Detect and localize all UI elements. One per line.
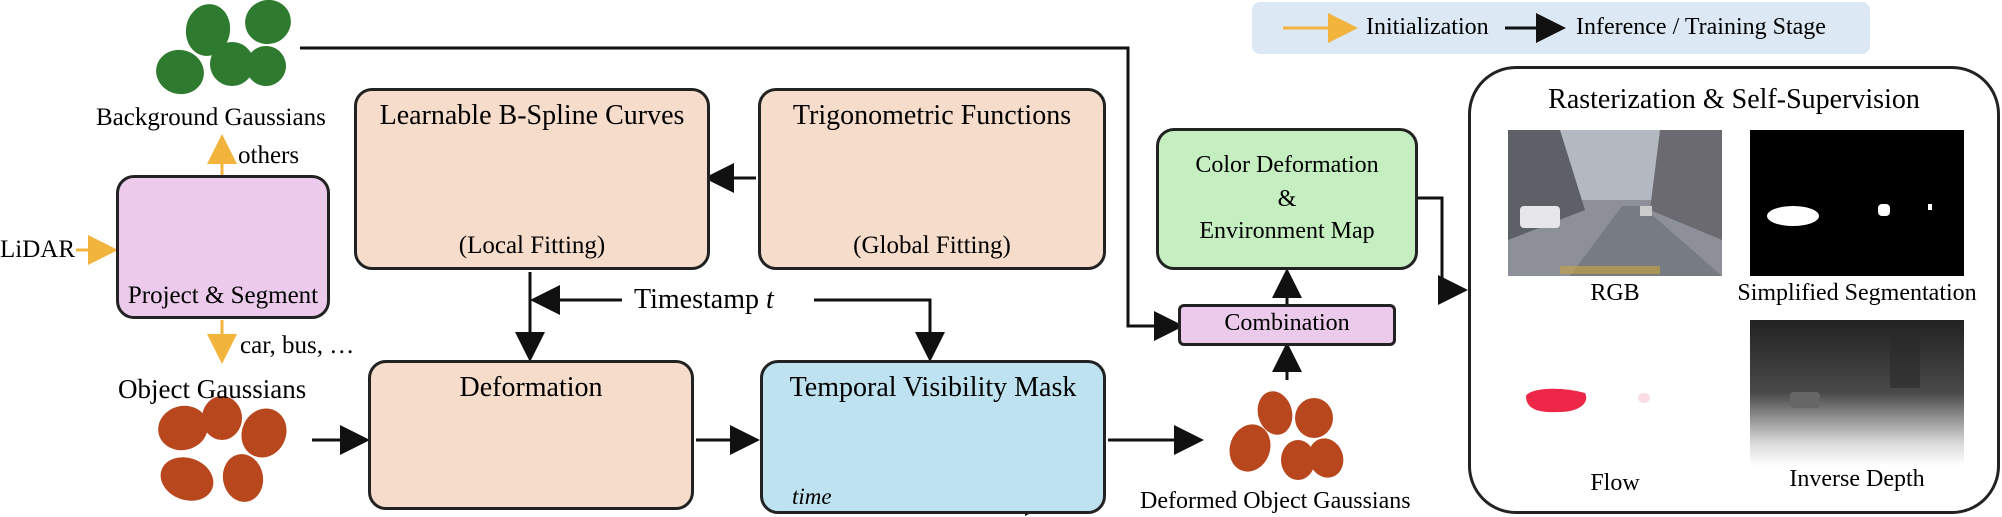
flow-label: Flow bbox=[1590, 470, 1640, 496]
visibility-title: Temporal Visibility Mask bbox=[789, 372, 1077, 403]
legend-init-label: Initialization bbox=[1366, 14, 1489, 40]
flow-image bbox=[1508, 320, 1722, 466]
deformed-gaussians-icon bbox=[1229, 391, 1344, 480]
deformation-box bbox=[368, 360, 694, 510]
raster-box bbox=[1468, 66, 2000, 514]
bspline-title: Learnable B-Spline Curves bbox=[379, 100, 685, 131]
segmentation-image bbox=[1750, 130, 1964, 276]
depth-label: Inverse Depth bbox=[1789, 466, 1925, 492]
project-segment-label: Project & Segment bbox=[127, 282, 319, 309]
arrow-timestamp-to-visibility bbox=[814, 298, 945, 362]
timestamp-text: Timestamp bbox=[634, 284, 759, 315]
color-deform-line2: & bbox=[1277, 186, 1297, 212]
timestamp-var: t bbox=[766, 284, 774, 315]
bspline-box bbox=[354, 88, 710, 270]
color-deform-line1: Color Deformation bbox=[1195, 152, 1379, 178]
trig-box bbox=[758, 88, 1106, 270]
deformed-label: Deformed Object Gaussians bbox=[1140, 488, 1411, 514]
visibility-box bbox=[760, 360, 1106, 514]
others-label: others bbox=[238, 142, 300, 169]
arrow-background-to-combination bbox=[300, 46, 1184, 341]
object-gaussians-icon bbox=[158, 396, 287, 502]
project-segment-box bbox=[116, 175, 330, 319]
arrow-color-to-raster bbox=[1418, 196, 1468, 305]
depth-image bbox=[1750, 320, 1964, 466]
color-deform-box bbox=[1156, 128, 1418, 270]
legend-stage-label: Inference / Training Stage bbox=[1576, 14, 1826, 40]
lidar-label: LiDAR bbox=[0, 236, 75, 263]
background-gaussians-label: Background Gaussians bbox=[96, 104, 326, 131]
segmentation-label: Simplified Segmentation bbox=[1737, 280, 1977, 306]
background-gaussians-icon bbox=[156, 0, 291, 95]
object-gaussians-label: Object Gaussians bbox=[118, 374, 307, 404]
timestamp-label: Timestamp t bbox=[634, 284, 774, 316]
color-deform-line3: Environment Map bbox=[1199, 218, 1375, 244]
time-label: time bbox=[792, 484, 832, 509]
combination-label: Combination bbox=[1224, 310, 1350, 336]
trig-caption: (Global Fitting) bbox=[853, 232, 1011, 259]
trig-title: Trigonometric Functions bbox=[792, 100, 1072, 131]
deformation-title: Deformation bbox=[459, 372, 603, 403]
rgb-label: RGB bbox=[1590, 280, 1640, 306]
combination-box bbox=[1178, 304, 1396, 346]
object-classes-label: car, bus, … bbox=[240, 332, 355, 359]
raster-title: Rasterization & Self-Supervision bbox=[1548, 84, 1920, 115]
bspline-caption: (Local Fitting) bbox=[458, 232, 606, 259]
rgb-image bbox=[1508, 130, 1722, 276]
